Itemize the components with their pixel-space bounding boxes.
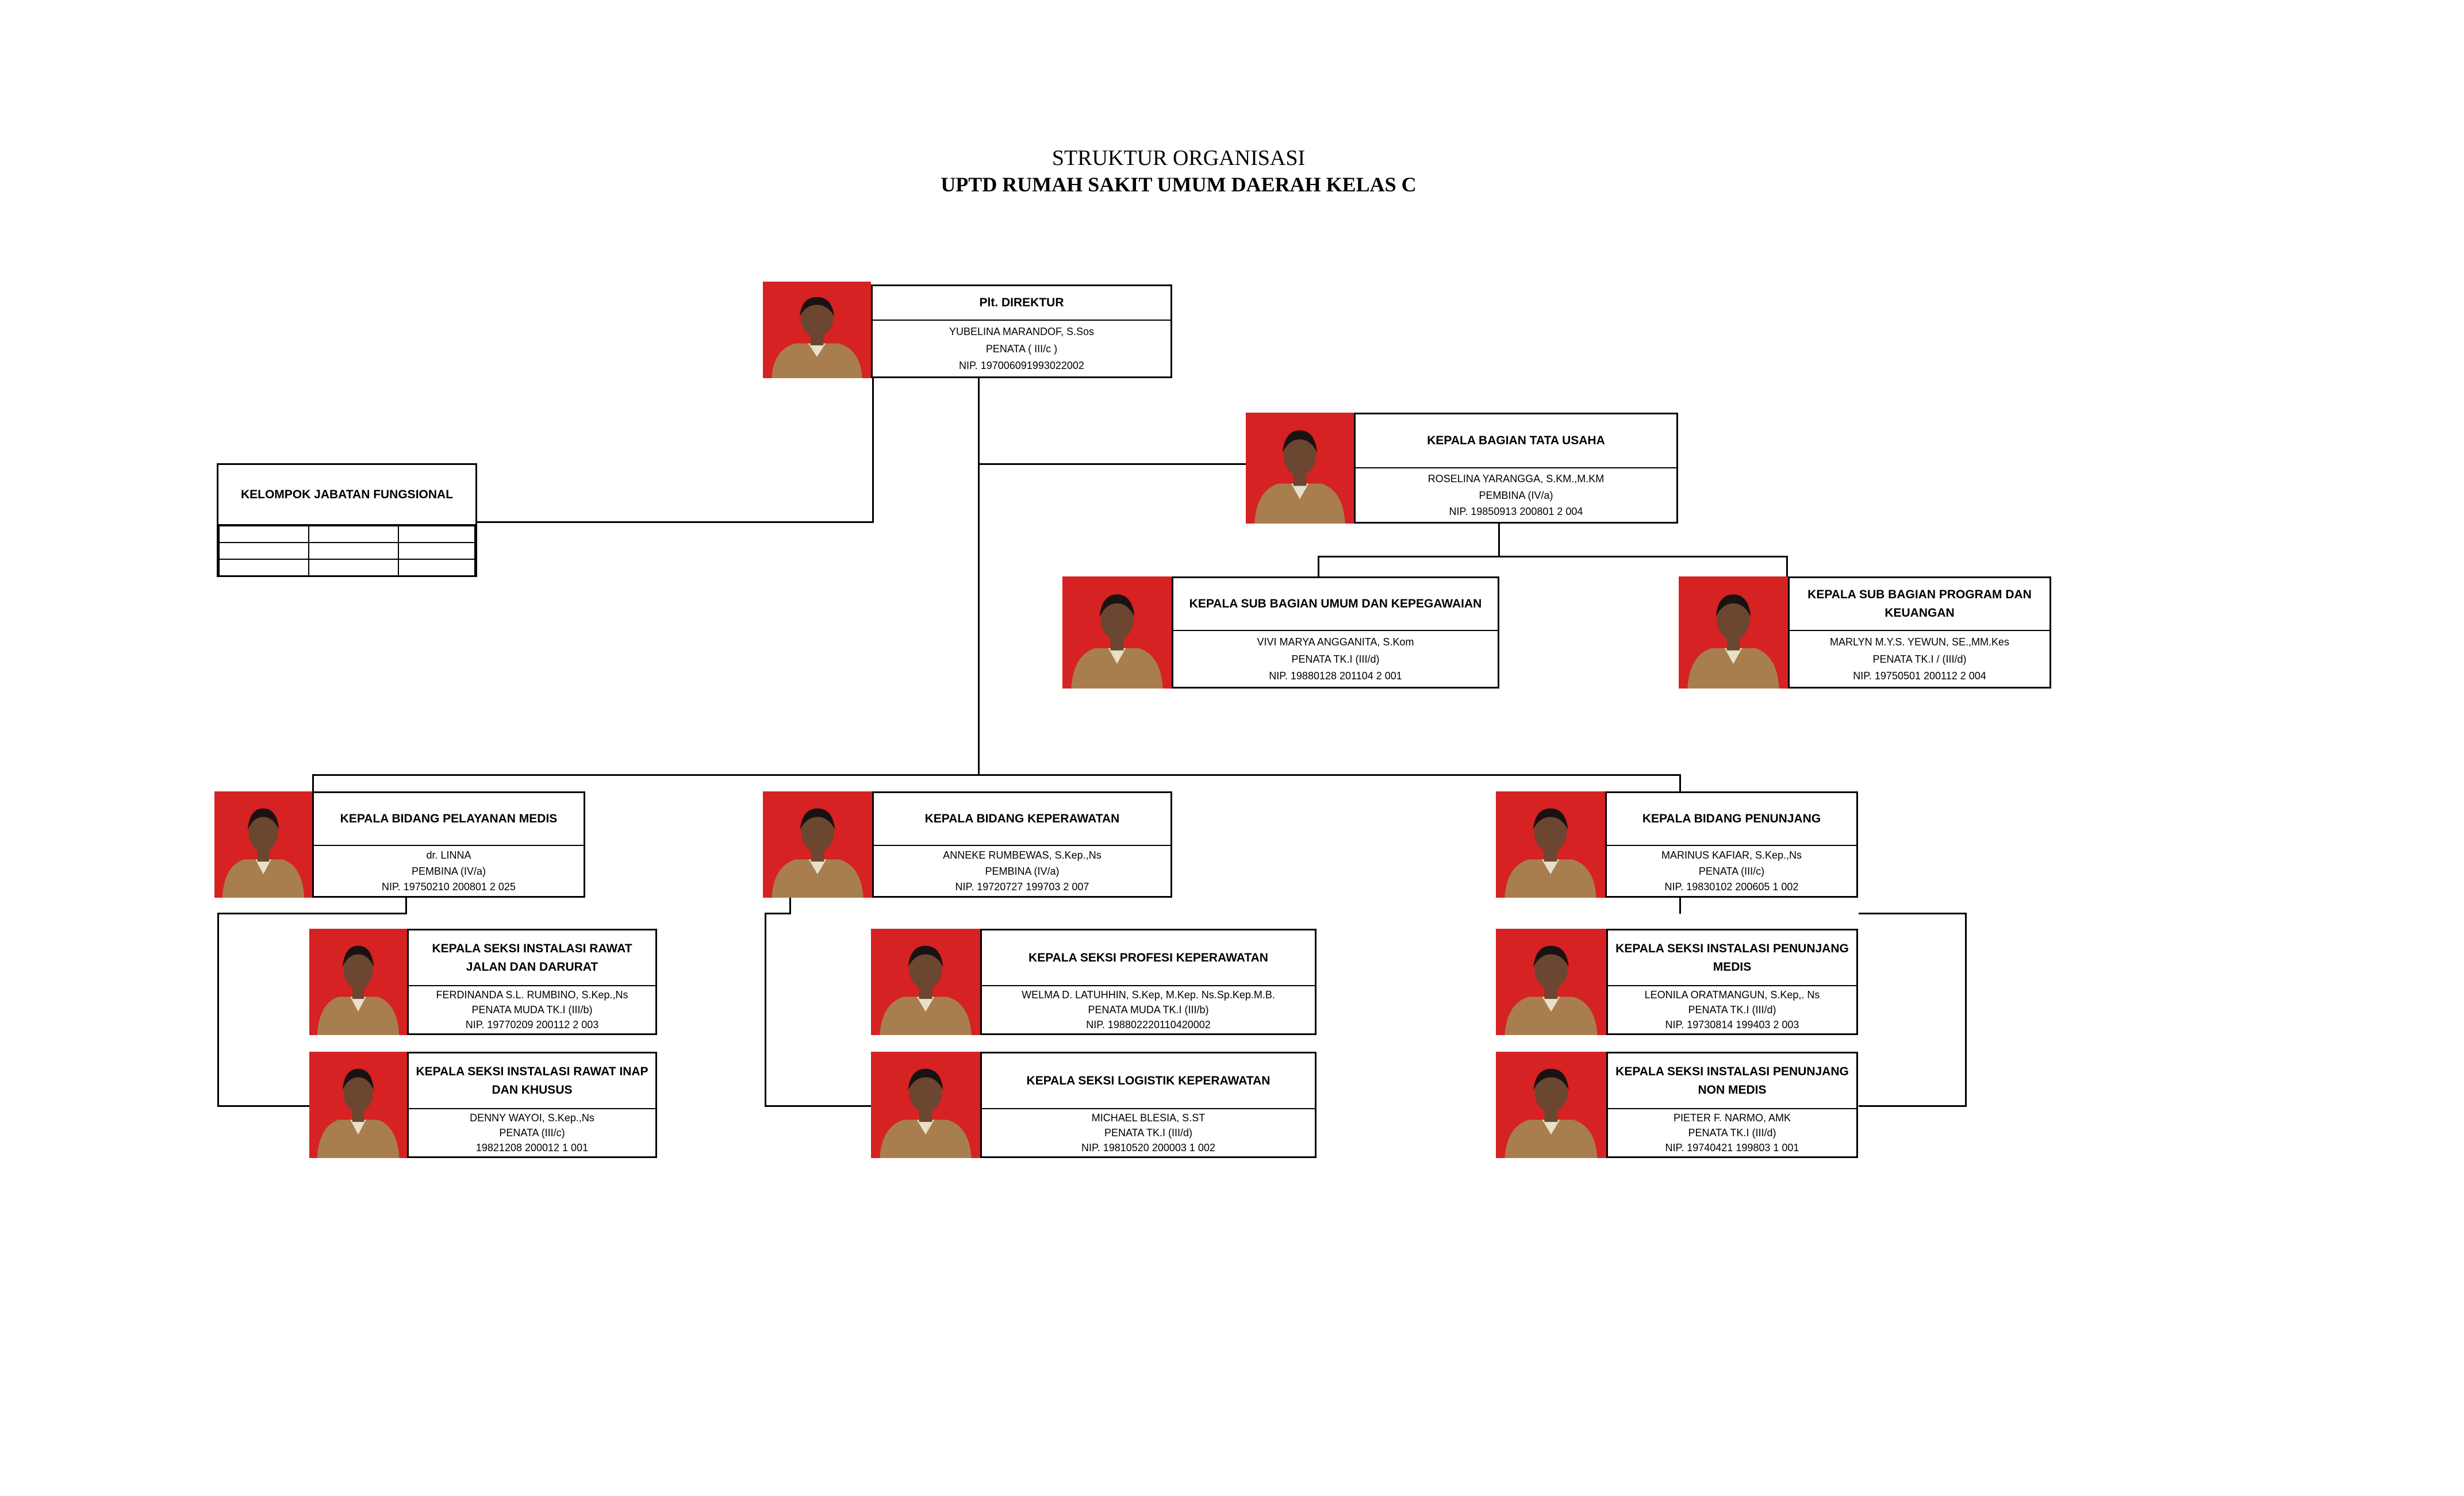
sub-umum-title: KEPALA SUB BAGIAN UMUM DAN KEPEGAWAIAN	[1173, 578, 1498, 631]
portrait-figure	[871, 1052, 980, 1158]
sub-program-rank: PENATA TK.I / (III/d)	[1872, 653, 1967, 665]
portrait-figure	[214, 791, 312, 898]
sub-program-photo	[1679, 576, 1788, 689]
seksi-logistik-rank: PENATA TK.I (III/d)	[1104, 1127, 1193, 1139]
bid-medis-nip: NIP. 19750210 200801 2 025	[382, 880, 516, 893]
bid-penunjang-name: MARINUS KAFIAR, S.Kep.,Ns	[1661, 849, 1802, 862]
direktur-box: Plt. DIREKTUR YUBELINA MARANDOF, S.Sos P…	[871, 284, 1172, 378]
seksi-non-medis-title: KEPALA SEKSI INSTALASI PENUNJANG NON MED…	[1608, 1053, 1856, 1109]
portrait-figure	[871, 929, 980, 1035]
seksi-rawat-jalan-rank: PENATA MUDA TK.I (III/b)	[471, 1004, 593, 1016]
tata-usaha-nip: NIP. 19850913 200801 2 004	[1449, 506, 1583, 518]
portrait-figure	[763, 791, 872, 898]
sub-program-title: KEPALA SUB BAGIAN PROGRAM DAN KEUANGAN	[1790, 578, 2050, 631]
bid-medis-rank: PEMBINA (IV/a)	[411, 865, 486, 877]
seksi-rawat-jalan-photo	[309, 929, 407, 1035]
portrait-figure	[309, 1052, 407, 1158]
sub-program-nip: NIP. 19750501 200112 2 004	[1853, 670, 1986, 682]
fungsional-box: KELOMPOK JABATAN FUNGSIONAL	[217, 463, 477, 577]
direktur-title: Plt. DIREKTUR	[873, 286, 1170, 321]
bid-keperawatan-box: KEPALA BIDANG KEPERAWATAN ANNEKE RUMBEWA…	[872, 791, 1172, 898]
chart-title-line1: STRUKTUR ORGANISASI	[1051, 146, 1306, 170]
seksi-rawat-jalan-title: KEPALA SEKSI INSTALASI RAWAT JALAN DAN D…	[409, 930, 655, 986]
bid-penunjang-nip: NIP. 19830102 200605 1 002	[1664, 880, 1799, 893]
bid-penunjang-box: KEPALA BIDANG PENUNJANG MARINUS KAFIAR, …	[1605, 791, 1858, 898]
fungsional-table	[218, 525, 475, 576]
seksi-penunjang-medis-title: KEPALA SEKSI INSTALASI PENUNJANG MEDIS	[1608, 930, 1856, 986]
tata-usaha-title: KEPALA BAGIAN TATA USAHA	[1356, 414, 1676, 468]
seksi-logistik-box: KEPALA SEKSI LOGISTIK KEPERAWATAN MICHAE…	[980, 1052, 1317, 1158]
seksi-rawat-jalan-name: FERDINANDA S.L. RUMBINO, S.Kep.,Ns	[436, 989, 628, 1001]
bid-keperawatan-rank: PEMBINA (IV/a)	[985, 865, 1060, 877]
direktur-nip: NIP. 197006091993022002	[959, 360, 1084, 372]
bid-penunjang-rank: PENATA (III/c)	[1698, 865, 1765, 877]
seksi-profesi-box: KEPALA SEKSI PROFESI KEPERAWATAN WELMA D…	[980, 929, 1317, 1035]
direktur-name: YUBELINA MARANDOF, S.Sos	[949, 325, 1095, 337]
seksi-logistik-name: MICHAEL BLESIA, S.ST	[1091, 1112, 1206, 1124]
seksi-logistik-title: KEPALA SEKSI LOGISTIK KEPERAWATAN	[982, 1053, 1315, 1109]
seksi-profesi-nip: NIP. 198802220110420002	[1086, 1019, 1211, 1030]
bid-medis-title: KEPALA BIDANG PELAYANAN MEDIS	[314, 793, 584, 846]
sub-umum-photo	[1062, 576, 1172, 689]
seksi-profesi-name: WELMA D. LATUHHIN, S.Kep, M.Kep. Ns.Sp.K…	[1022, 989, 1275, 1001]
tata-usaha-photo	[1246, 413, 1354, 524]
seksi-rawat-inap-title: KEPALA SEKSI INSTALASI RAWAT INAP DAN KH…	[409, 1053, 655, 1109]
bid-keperawatan-photo	[763, 791, 872, 898]
sub-umum-name: VIVI MARYA ANGGANITA, S.Kom	[1257, 636, 1414, 648]
seksi-penunjang-medis-photo	[1496, 929, 1606, 1035]
fungsional-title: KELOMPOK JABATAN FUNGSIONAL	[218, 465, 475, 525]
seksi-rawat-inap-nip: 19821208 200012 1 001	[475, 1142, 589, 1153]
seksi-non-medis-photo	[1496, 1052, 1606, 1158]
chart-title-line2: UPTD RUMAH SAKIT UMUM DAERAH KELAS C	[941, 173, 1417, 196]
seksi-non-medis-name: PIETER F. NARMO, AMK	[1673, 1112, 1791, 1124]
sub-program-name: MARLYN M.Y.S. YEWUN, SE.,MM.Kes	[1829, 636, 2010, 648]
bid-medis-box: KEPALA BIDANG PELAYANAN MEDIS dr. LINNA …	[312, 791, 585, 898]
bid-keperawatan-name: ANNEKE RUMBEWAS, S.Kep.,Ns	[943, 849, 1101, 862]
tata-usaha-name: ROSELINA YARANGGA, S.KM.,M.KM	[1427, 472, 1605, 484]
sub-umum-nip: NIP. 19880128 201104 2 001	[1269, 670, 1402, 682]
seksi-logistik-nip: NIP. 19810520 200003 1 002	[1081, 1142, 1215, 1153]
seksi-rawat-inap-name: DENNY WAYOI, S.Kep.,Ns	[470, 1112, 594, 1124]
seksi-profesi-title: KEPALA SEKSI PROFESI KEPERAWATAN	[982, 930, 1315, 986]
seksi-profesi-rank: PENATA MUDA TK.I (III/b)	[1088, 1004, 1209, 1016]
seksi-penunjang-medis-box: KEPALA SEKSI INSTALASI PENUNJANG MEDIS L…	[1606, 929, 1858, 1035]
portrait-figure	[1246, 413, 1354, 524]
sub-umum-rank: PENATA TK.I (III/d)	[1291, 653, 1380, 665]
seksi-non-medis-rank: PENATA TK.I (III/d)	[1688, 1127, 1776, 1139]
bid-medis-photo	[214, 791, 312, 898]
bid-keperawatan-title: KEPALA BIDANG KEPERAWATAN	[874, 793, 1170, 846]
sub-program-box: KEPALA SUB BAGIAN PROGRAM DAN KEUANGAN M…	[1788, 576, 2051, 689]
seksi-non-medis-box: KEPALA SEKSI INSTALASI PENUNJANG NON MED…	[1606, 1052, 1858, 1158]
portrait-figure	[1496, 929, 1606, 1035]
portrait-figure	[1679, 576, 1788, 689]
seksi-rawat-jalan-nip: NIP. 19770209 200112 2 003	[465, 1019, 599, 1030]
bid-penunjang-photo	[1496, 791, 1605, 898]
seksi-rawat-inap-photo	[309, 1052, 407, 1158]
seksi-penunjang-medis-nip: NIP. 19730814 199403 2 003	[1665, 1019, 1799, 1030]
seksi-rawat-inap-rank: PENATA (III/c)	[499, 1127, 565, 1139]
tata-usaha-box: KEPALA BAGIAN TATA USAHA ROSELINA YARANG…	[1354, 413, 1678, 524]
direktur-rank: PENATA ( III/c )	[985, 343, 1058, 355]
portrait-figure	[1496, 791, 1605, 898]
seksi-logistik-photo	[871, 1052, 980, 1158]
portrait-figure	[763, 282, 871, 378]
direktur-photo	[763, 282, 871, 378]
seksi-penunjang-medis-rank: PENATA TK.I (III/d)	[1688, 1004, 1776, 1016]
portrait-figure	[1496, 1052, 1606, 1158]
seksi-rawat-inap-box: KEPALA SEKSI INSTALASI RAWAT INAP DAN KH…	[407, 1052, 657, 1158]
bid-medis-name: dr. LINNA	[426, 849, 471, 862]
sub-umum-box: KEPALA SUB BAGIAN UMUM DAN KEPEGAWAIAN V…	[1172, 576, 1499, 689]
bid-keperawatan-nip: NIP. 19720727 199703 2 007	[955, 880, 1089, 893]
portrait-figure	[309, 929, 407, 1035]
seksi-penunjang-medis-name: LEONILA ORATMANGUN, S.Kep,. Ns	[1644, 989, 1820, 1001]
tata-usaha-rank: PEMBINA (IV/a)	[1479, 489, 1553, 501]
seksi-rawat-jalan-box: KEPALA SEKSI INSTALASI RAWAT JALAN DAN D…	[407, 929, 657, 1035]
seksi-non-medis-nip: NIP. 19740421 199803 1 001	[1665, 1142, 1799, 1153]
bid-penunjang-title: KEPALA BIDANG PENUNJANG	[1607, 793, 1856, 846]
portrait-figure	[1062, 576, 1172, 689]
seksi-profesi-photo	[871, 929, 980, 1035]
